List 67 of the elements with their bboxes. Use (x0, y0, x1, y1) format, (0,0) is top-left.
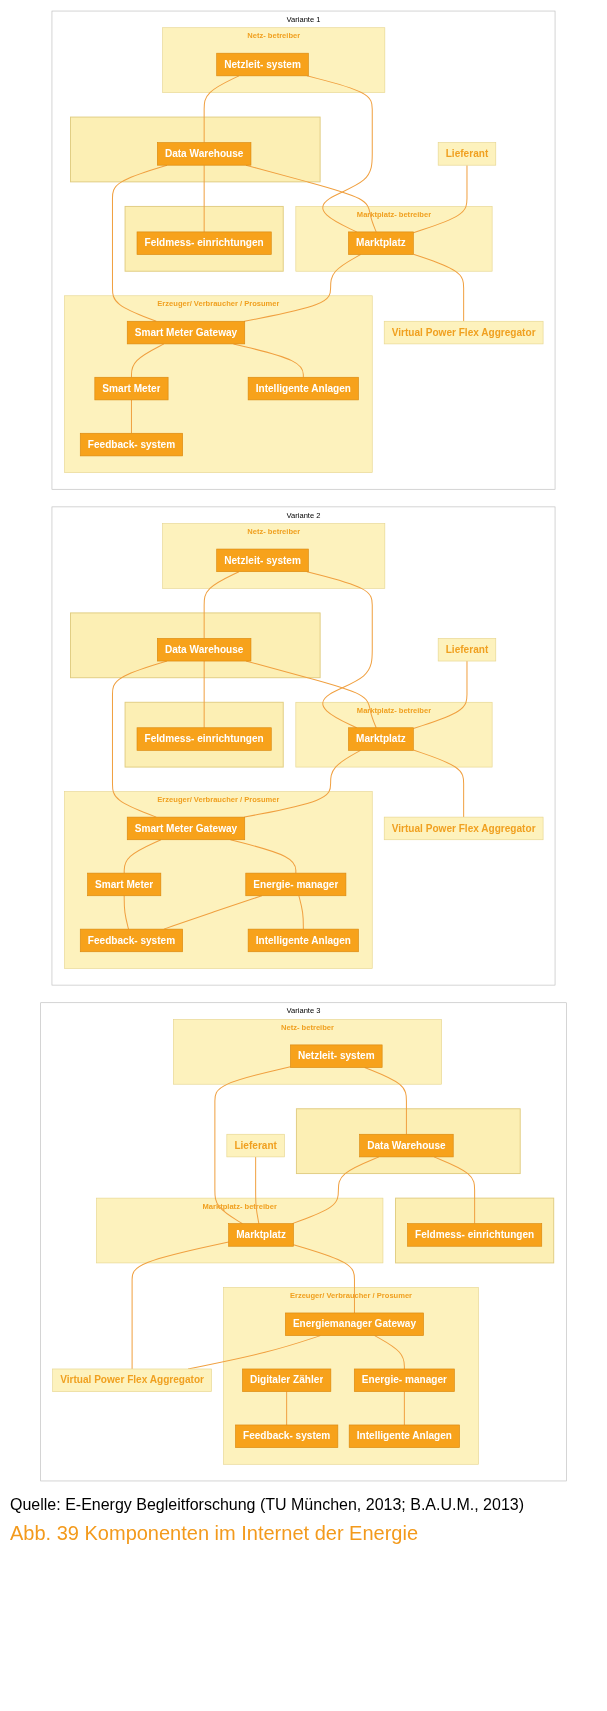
node-box: Energie- manager (245, 872, 347, 897)
connector (244, 749, 362, 818)
connector (130, 399, 132, 434)
node-box: Feldmess- einrichtungen (136, 727, 272, 751)
node-box: Netzleit- system (216, 52, 309, 77)
node-box: Feedback- system (79, 928, 183, 953)
connector (364, 1067, 407, 1135)
node-box: Lieferant (437, 638, 497, 662)
node-box: Virtual Power Flex Aggregator (52, 1368, 212, 1392)
cluster (70, 116, 321, 183)
node-box: Feldmess- einrichtungen (136, 231, 272, 255)
node-box: Smart Meter Gateway (126, 320, 246, 345)
connector (306, 571, 373, 729)
cluster (124, 701, 284, 768)
connector (203, 164, 205, 233)
cluster (124, 205, 284, 272)
connector (412, 253, 465, 322)
connector (298, 895, 304, 930)
node-box: Marktplatz (348, 231, 414, 255)
node-box: Intelligente Anlagen (348, 1424, 460, 1448)
node-box: Smart Meter Gateway (126, 816, 246, 841)
figure-caption: Abb. 39 Komponenten im Internet der Energie (10, 1522, 420, 1545)
node-box: Marktplatz (228, 1223, 294, 1247)
node-box: Lieferant (437, 142, 497, 166)
node-box: Feedback- system (235, 1424, 339, 1448)
node-box: Energiemanager Gateway (285, 1312, 424, 1336)
node-box: Lieferant (226, 1133, 285, 1158)
connector (203, 75, 240, 144)
connector (412, 164, 468, 234)
node-box: Data Warehouse (359, 1133, 454, 1158)
connector (214, 1066, 291, 1225)
node-box: Netzleit- system (290, 1044, 383, 1068)
node-box: Smart Meter (87, 872, 162, 897)
node-box: Marktplatz (348, 727, 414, 751)
node-box: Digitaler Zähler (242, 1368, 332, 1392)
node-box: Feldmess- einrichtungen (407, 1223, 543, 1247)
connector (306, 75, 373, 233)
node-box: Netzleit- system (216, 548, 309, 572)
cluster (70, 612, 321, 679)
connector (244, 254, 362, 322)
cluster (295, 1108, 521, 1175)
connector (412, 660, 468, 730)
connector (293, 1244, 355, 1314)
connector (131, 1241, 230, 1370)
node-box: Smart Meter (94, 376, 169, 401)
connector (374, 1335, 405, 1370)
connector (203, 571, 240, 639)
node-box: Intelligente Anlagen (247, 376, 359, 401)
cluster (395, 1197, 555, 1264)
node-box: Feedback- system (79, 432, 183, 457)
source-note: Quelle: E-Energy Begleitforschung (TU München, 2013; B.A.U.M., 2013) (10, 1496, 526, 1514)
connector (286, 1391, 288, 1426)
connector (291, 1156, 380, 1225)
connector (203, 660, 205, 729)
connector (123, 895, 130, 930)
connector (123, 839, 162, 874)
connector (255, 1156, 260, 1225)
node-box: Data Warehouse (157, 142, 252, 166)
connector (412, 749, 465, 818)
node-box: Data Warehouse (157, 638, 252, 662)
node-box: Virtual Power Flex Aggregator (383, 320, 544, 345)
node-box: Intelligente Anlagen (247, 928, 359, 953)
node-box: Energie- manager (353, 1368, 455, 1392)
node-box: Virtual Power Flex Aggregator (383, 816, 544, 841)
connector (130, 343, 165, 378)
connector (433, 1156, 476, 1225)
connector (403, 1391, 405, 1426)
